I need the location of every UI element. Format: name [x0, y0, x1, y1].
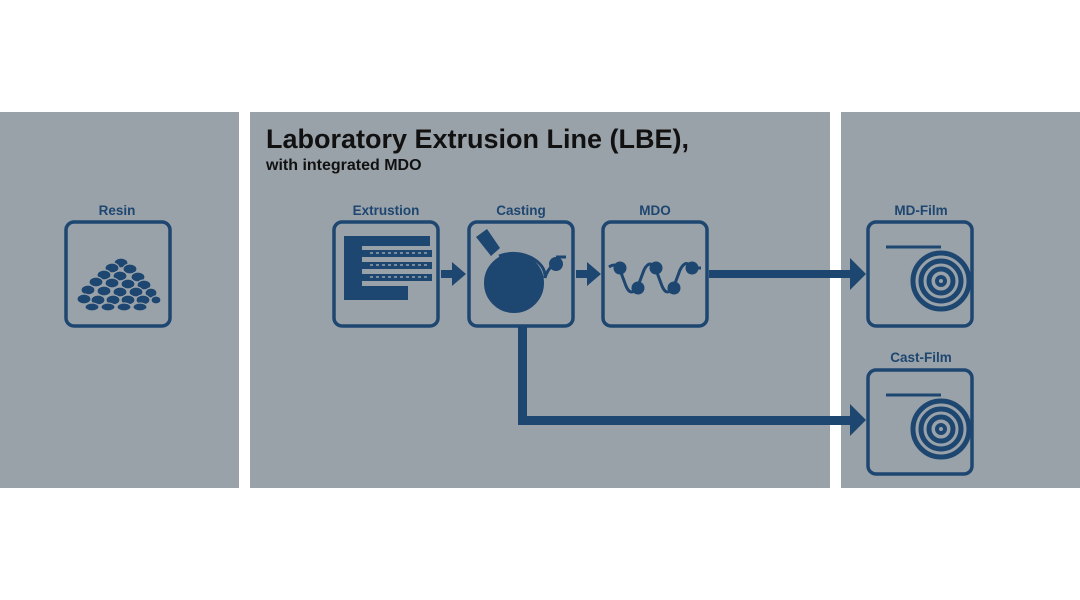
casting-label: Casting [496, 203, 546, 218]
resin-box [64, 220, 172, 328]
md-film-label: MD-Film [894, 203, 947, 218]
cast-film-box [866, 368, 974, 476]
diagram-subtitle: with integrated MDO [265, 157, 422, 174]
diagram-title: Laboratory Extrusion Line (LBE), [266, 124, 689, 154]
flow-connectors [441, 258, 866, 436]
film-roll-icon [886, 393, 972, 460]
extruder-icon [344, 236, 432, 300]
md-film-box [866, 220, 974, 328]
extrusion-label: Extrustion [353, 203, 420, 218]
arrow-extrusion-to-casting [441, 262, 466, 286]
extrusion-box [332, 220, 440, 328]
resin-pellets-icon [76, 257, 162, 312]
arrow-casting-to-cast-film [518, 326, 866, 436]
mdo-box [601, 220, 709, 328]
cast-film-label: Cast-Film [890, 350, 952, 365]
arrow-casting-to-mdo [576, 262, 601, 286]
resin-label: Resin [99, 203, 136, 218]
arrow-mdo-to-md-film [709, 258, 866, 290]
casting-roll-icon [476, 229, 566, 315]
mdo-label: MDO [639, 203, 671, 218]
film-roll-icon [886, 245, 972, 312]
mdo-rollers-icon [608, 261, 701, 295]
casting-box [467, 220, 575, 328]
